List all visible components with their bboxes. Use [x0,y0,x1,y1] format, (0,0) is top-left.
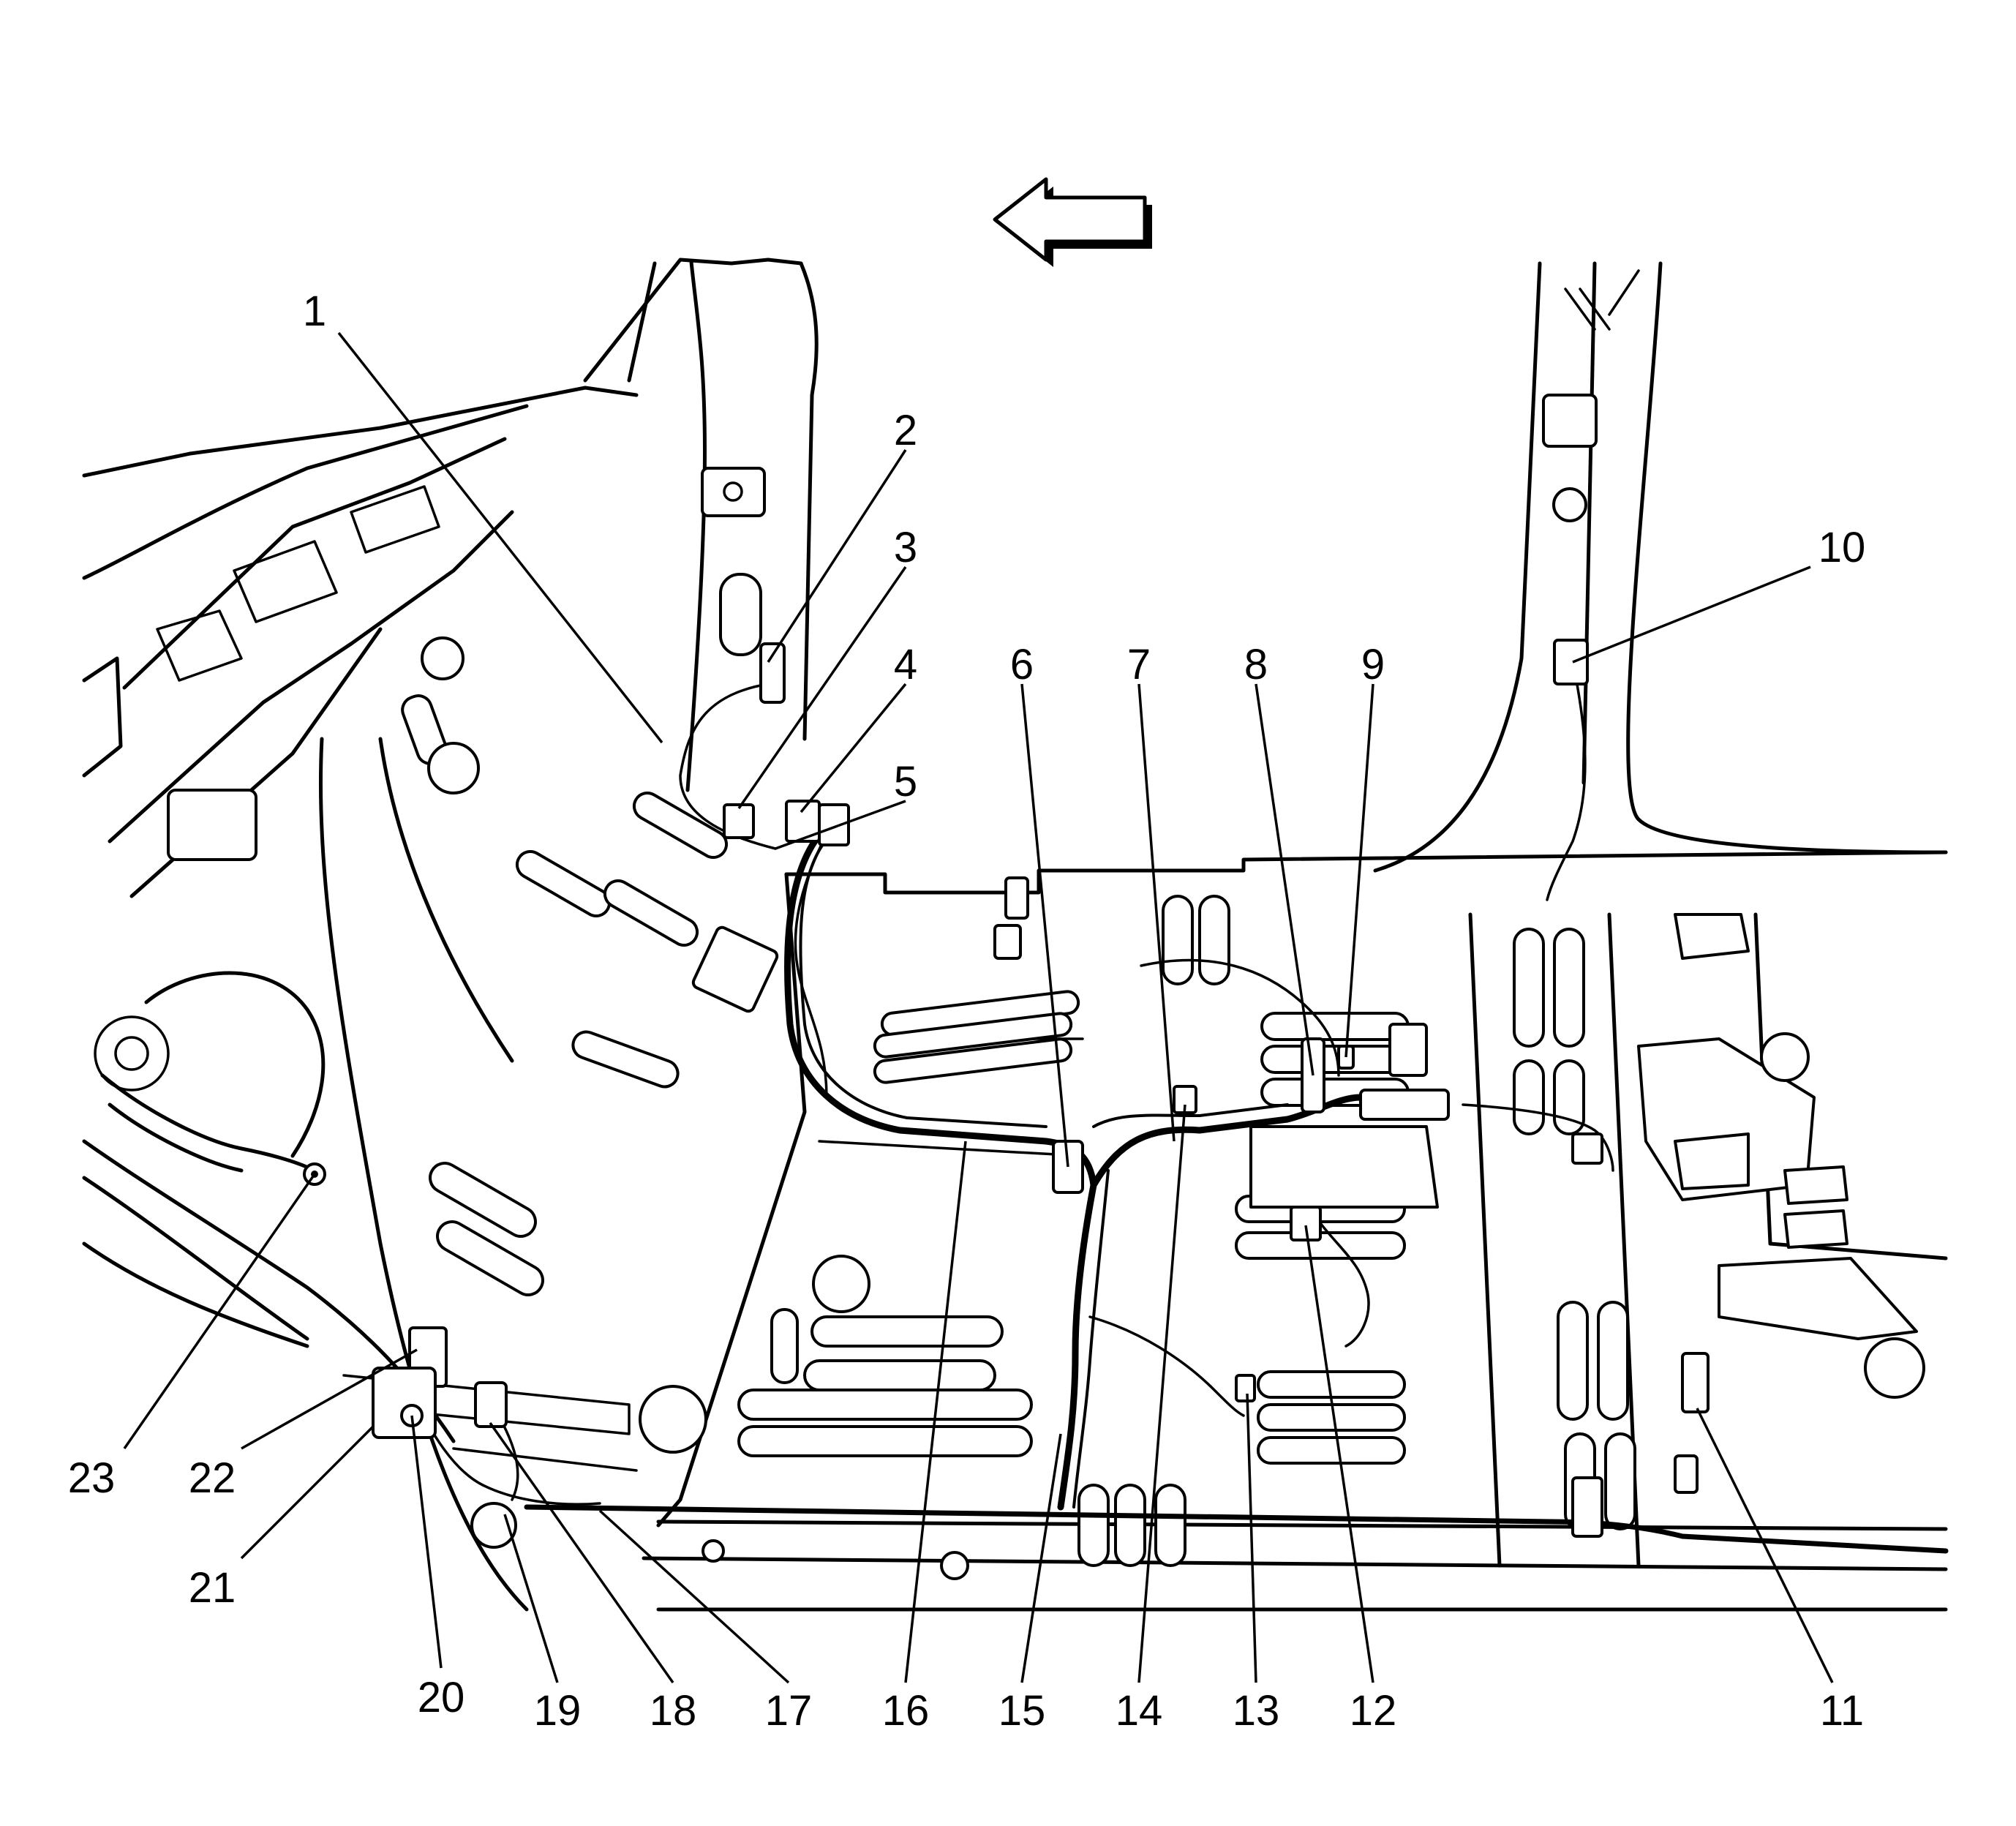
callout-4: 4 [894,641,917,688]
callout-14: 14 [1116,1687,1163,1735]
in-line-connector [1359,1089,1450,1121]
connector-18 [474,1381,508,1428]
floor-beads-rear [1513,913,1925,1530]
connector-3 [723,803,755,839]
floor-beads-middle [1077,895,1439,1567]
connector-11 [1681,1352,1710,1413]
callout-20: 20 [418,1674,465,1721]
callout-10: 10 [1818,524,1866,571]
callout-19: 19 [534,1687,582,1735]
callout-1: 1 [303,288,326,335]
callout-17: 17 [765,1687,813,1735]
floor-beads-front [639,990,1080,1457]
callout-9: 9 [1361,641,1385,688]
callout-7: 7 [1127,641,1151,688]
pillar-slot [719,573,762,656]
connector-20 [372,1367,437,1439]
callout-13: 13 [1233,1687,1280,1735]
callout-5: 5 [894,758,917,805]
callout-11: 11 [1820,1687,1864,1735]
connector-10 [1553,639,1589,685]
callout-22: 22 [189,1454,236,1502]
callout-16: 16 [882,1687,930,1735]
b-pillar-bracket [1542,394,1598,448]
callout-6: 6 [1010,641,1034,688]
callout-8: 8 [1244,641,1268,688]
module-front [691,925,779,1013]
pillar-bracket [701,467,766,517]
dash-module [167,789,257,861]
callout-18: 18 [650,1687,697,1735]
vehicle-body-linework [82,258,1948,1612]
callout-leaders [123,331,1834,1684]
callout-2: 2 [894,407,917,454]
left-arrow-icon [993,177,1152,267]
connector-2 [759,642,786,704]
connector-12 [1290,1206,1322,1241]
callout-15: 15 [998,1687,1046,1735]
callout-labels: 1 2 3 4 5 6 7 8 9 10 11 12 13 14 15 16 1… [68,288,1866,1735]
connector-13 [1235,1374,1256,1402]
callout-12: 12 [1350,1687,1397,1735]
callout-3: 3 [894,524,917,571]
connectors [303,639,1710,1580]
callout-23: 23 [68,1454,116,1502]
callout-21: 21 [189,1564,236,1612]
